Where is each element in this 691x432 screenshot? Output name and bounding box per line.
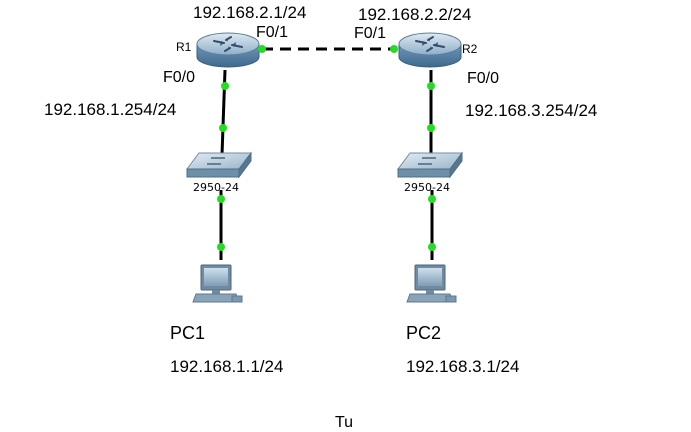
r2-wan-port-label: F0/1 [354, 25, 387, 42]
port-light-r1-f00 [221, 82, 229, 90]
switch-1-icon[interactable] [186, 152, 252, 178]
r2-wan-ip-label: 192.168.2.2/24 [358, 5, 472, 24]
router-r2-label: R2 [462, 42, 478, 56]
port-light-switch2-up [427, 124, 435, 132]
r2-lan-ip-label: 192.168.3.254/24 [465, 101, 598, 120]
r1-lan-port-label: F0/0 [163, 69, 196, 86]
port-light-pc1 [217, 243, 225, 251]
pc1-icon[interactable] [192, 264, 243, 303]
port-light-switch1-up [219, 124, 227, 132]
r1-lan-ip-label: 192.168.1.254/24 [44, 100, 177, 119]
pc2-ip-label: 192.168.3.1/24 [406, 357, 520, 376]
network-topology-diagram [186, 32, 463, 303]
port-light-r1-f01 [258, 45, 266, 53]
switch-2-icon[interactable] [397, 152, 463, 178]
r2-lan-port-label: F0/0 [467, 70, 500, 87]
router-r2-icon[interactable] [398, 32, 462, 68]
router-r1-icon[interactable] [196, 32, 260, 68]
pc2-icon[interactable] [406, 264, 457, 303]
port-light-r2-f01 [390, 45, 398, 53]
port-light-switch1-down [217, 195, 225, 203]
port-light-r2-f00 [427, 82, 435, 90]
router-r1-label: R1 [176, 40, 192, 54]
port-light-pc2 [428, 243, 436, 251]
pc1-ip-label: 192.168.1.1/24 [170, 357, 284, 376]
r1-wan-ip-label: 192.168.2.1/24 [193, 3, 307, 22]
port-light-switch2-down [428, 195, 436, 203]
switch-1-model-label: 2950-24 [193, 181, 239, 194]
figure-caption: Tu [335, 414, 354, 431]
switch-2-model-label: 2950-24 [404, 181, 450, 194]
pc1-name-label: PC1 [170, 323, 206, 343]
r1-wan-port-label: F0/1 [256, 24, 289, 41]
pc2-name-label: PC2 [406, 323, 442, 343]
